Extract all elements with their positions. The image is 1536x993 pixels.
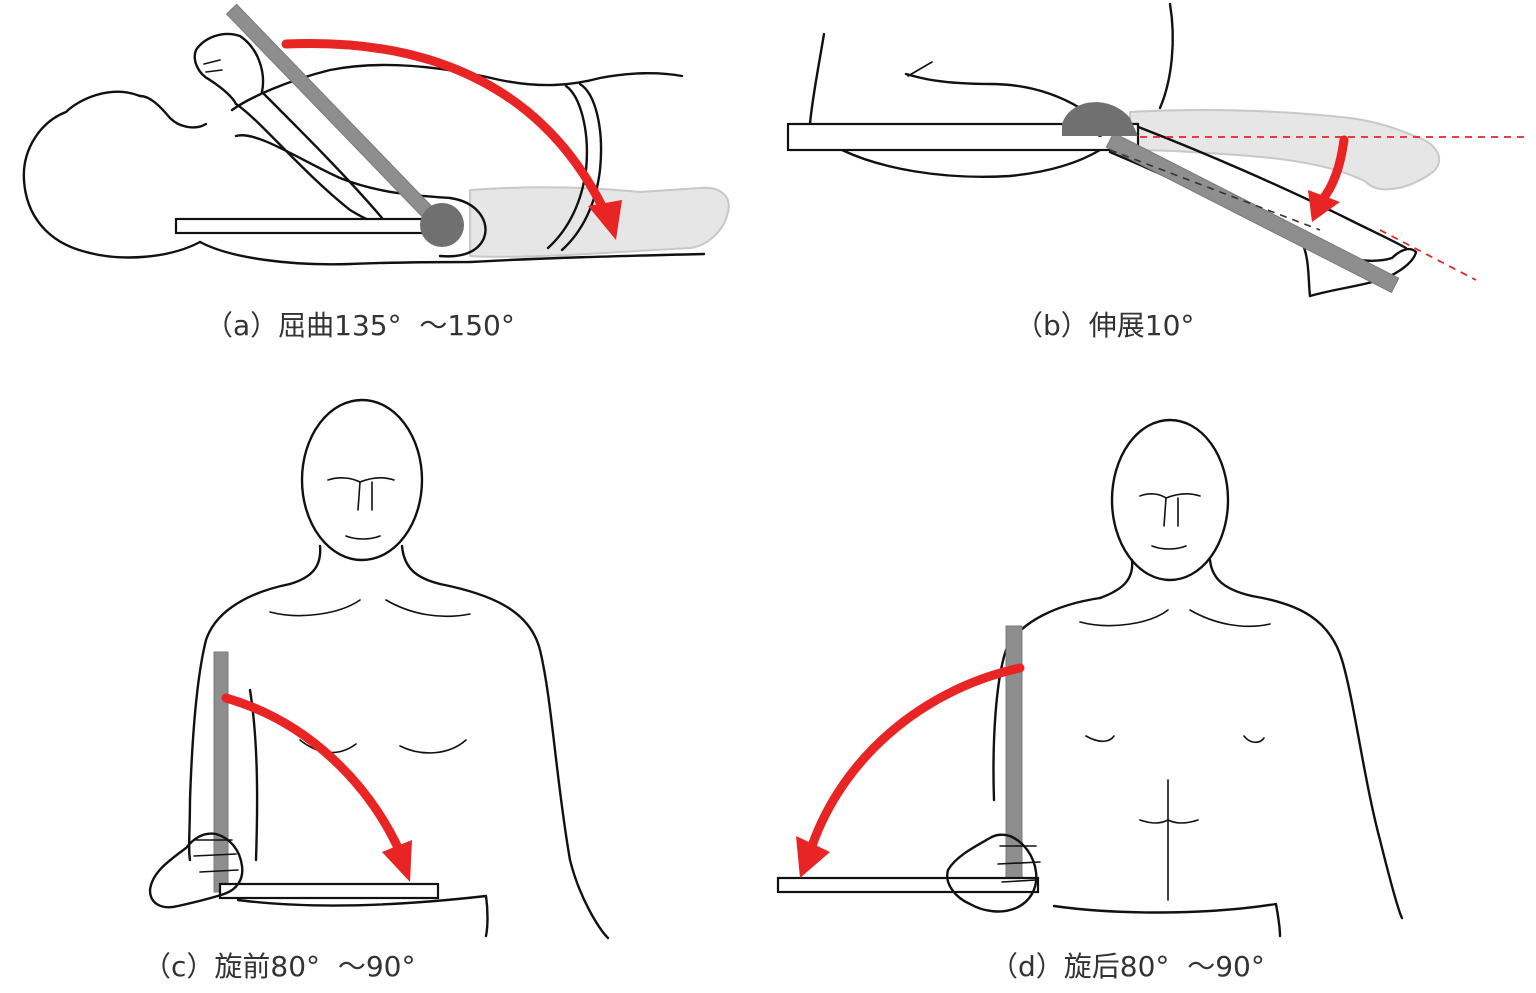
panel-a-fixed-ruler-arm	[174, 217, 446, 235]
panel-c-head	[300, 398, 424, 562]
panel-b-goniometer-pivot	[1062, 102, 1138, 136]
panel-d-chest	[1079, 609, 1271, 744]
panel-a-raised-forearm	[234, 90, 384, 224]
panel-a-goniometer-pivot	[420, 203, 464, 247]
panel-d-motion-arrow	[807, 663, 1025, 851]
panel-a-motion-arrow	[281, 38, 609, 215]
panel-b-ghost-forearm	[1129, 109, 1441, 191]
panel-d-illustration	[776, 418, 1404, 938]
panel-d-hand	[946, 833, 1038, 913]
panel-c-face-brow	[327, 477, 395, 483]
panel-b-arrow-head	[1308, 190, 1340, 222]
panel-c-hand	[148, 832, 244, 909]
panel-d-arrow-head	[796, 836, 830, 878]
panel-b-elbow-top	[904, 72, 1082, 110]
panel-d-head	[1110, 418, 1230, 582]
panel-b-crease	[907, 61, 933, 77]
panel-d-waist	[1052, 902, 1282, 938]
panel-b-upper-arm-bottom	[840, 148, 1102, 178]
panel-c-waist	[236, 894, 489, 938]
panel-c-neck	[288, 544, 442, 586]
panel-c-motion-arrow	[221, 693, 405, 857]
panel-b-illustration	[786, 2, 1524, 298]
panel-d-face-nose	[1163, 497, 1179, 527]
panel-d-fingers	[997, 845, 1041, 883]
panel-c-chest	[269, 599, 471, 754]
panel-b-reference-line-inner	[1109, 149, 1321, 231]
panel-c-arrow-head	[382, 840, 412, 882]
panel-a-upper-arm	[234, 134, 487, 258]
panel-c-fingers	[193, 839, 239, 873]
panel-d-torso	[992, 594, 1404, 920]
panel-b-shoulder	[1158, 2, 1174, 110]
panel-a-raised-hand	[193, 32, 265, 106]
panel-a-shorts-edge-2	[560, 82, 603, 252]
panel-a-caption: （a）屈曲135° ～150°	[205, 309, 515, 342]
panel-a-moving-ruler-arm	[225, 3, 446, 231]
panel-c-face-mouth	[345, 535, 381, 540]
panel-d-face-brow	[1139, 493, 1201, 499]
panel-c-moving-ruler-arm	[213, 651, 229, 893]
panel-a-face	[138, 94, 208, 129]
panel-d-neck	[1098, 558, 1254, 600]
panel-a-head	[22, 90, 202, 259]
panel-b-reference-line-forearm	[1379, 229, 1477, 281]
panel-a-torso-bottom	[198, 240, 706, 266]
panel-d-abs	[1139, 779, 1199, 901]
panel-c-caption: （c）旋前80° ～90°	[143, 950, 416, 983]
panel-c-fixed-ruler-arm	[218, 882, 440, 900]
panel-c-illustration	[148, 398, 610, 940]
panel-a-ghost-forearm	[469, 186, 730, 258]
panel-a-fingers	[203, 59, 223, 73]
panel-d-fixed-ruler-arm	[776, 876, 1040, 894]
panel-a-arrow-head	[588, 200, 622, 240]
panel-d-face-mouth	[1151, 545, 1187, 550]
panel-a-illustration	[22, 3, 730, 266]
panel-c-face-nose	[357, 481, 373, 511]
panel-b-caption: （b）伸展10°	[1015, 309, 1195, 342]
panel-b-hand	[1308, 247, 1418, 298]
panel-d-caption: （d）旋后80° ～90°	[990, 950, 1265, 983]
panel-b-upper-arm-top	[808, 32, 826, 126]
panel-c-torso	[188, 582, 610, 940]
